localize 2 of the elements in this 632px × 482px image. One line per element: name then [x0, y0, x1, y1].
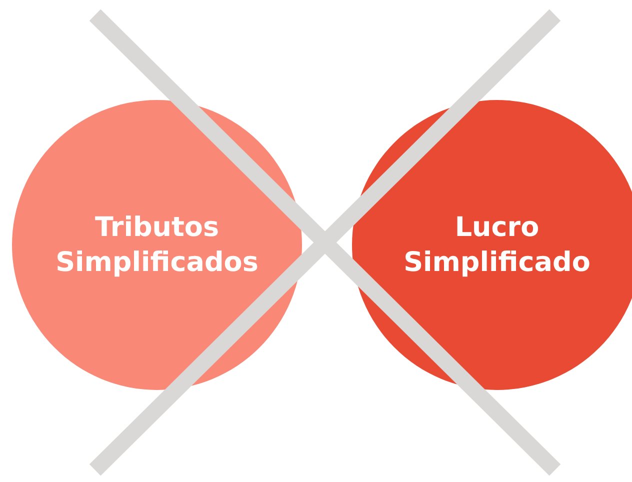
node-label: Lucro Simplificado — [402, 210, 592, 280]
node-label: Tributos Simplificados — [54, 210, 260, 280]
